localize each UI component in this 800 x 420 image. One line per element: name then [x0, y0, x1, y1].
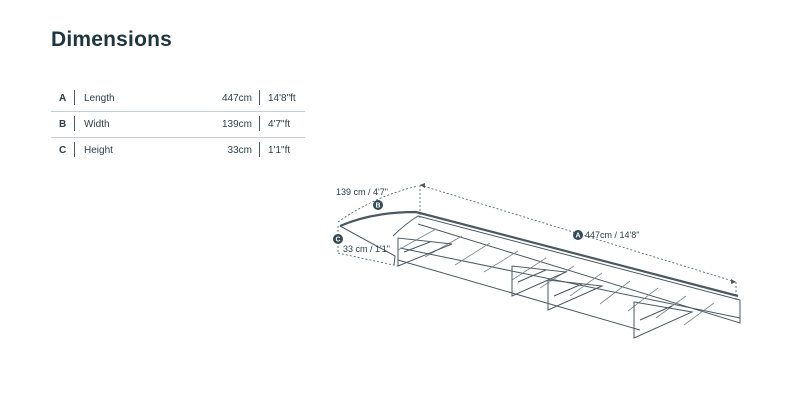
dimension-metric: 139cm — [221, 119, 252, 130]
canopy-back-edge — [397, 259, 641, 331]
column-divider — [74, 116, 75, 131]
dimension-letter: B — [59, 119, 67, 130]
canopy-bracket — [397, 237, 453, 267]
length-label: 447cm / 14'8" — [585, 230, 639, 240]
height-extension-line — [337, 252, 399, 267]
canopy-inner-edge — [399, 247, 741, 319]
badge-a-label: A — [575, 233, 580, 240]
dimension-name: Length — [84, 93, 115, 104]
badge-c-label: C — [335, 237, 340, 244]
column-divider — [259, 142, 260, 157]
page-title: Dimensions — [51, 28, 173, 51]
dimension-metric: 33cm — [227, 145, 252, 156]
dimension-row-height: C Height 33cm 1'1"ft — [51, 138, 305, 163]
column-divider — [259, 90, 260, 105]
badge-b — [373, 200, 383, 210]
canopy-front-edge — [392, 215, 741, 324]
dimension-imperial: 14'8"ft — [268, 93, 296, 104]
length-extension-line — [419, 185, 737, 300]
badge-c — [333, 234, 343, 244]
height-label: 33 cm / 1'1" — [343, 244, 390, 254]
canopy-roof-top — [339, 210, 739, 298]
dimension-imperial: 4'7"ft — [268, 119, 291, 130]
canopy-bracket — [547, 279, 604, 311]
dimension-name: Height — [84, 145, 113, 156]
width-label: 139 cm / 4'7" — [336, 187, 388, 197]
dimension-row-width: B Width 139cm 4'7"ft — [51, 112, 305, 138]
badge-a — [573, 230, 583, 240]
dimension-imperial: 1'1"ft — [268, 145, 291, 156]
column-divider — [74, 90, 75, 105]
canopy-roof-panel — [339, 225, 396, 266]
column-divider — [259, 116, 260, 131]
dimension-letter: A — [59, 93, 67, 104]
badge-b-label: B — [375, 203, 380, 210]
canopy-bracket — [633, 301, 694, 339]
dimension-name: Width — [84, 119, 110, 130]
width-dimension-line — [337, 185, 419, 223]
canopy-bracket — [511, 265, 568, 297]
dimension-metric: 447cm — [221, 93, 252, 104]
dimensions-table: A Length 447cm 14'8"ft B Width 139cm 4'7… — [51, 86, 305, 163]
dimension-letter: C — [59, 145, 67, 156]
arrowhead — [420, 183, 425, 188]
dimension-row-length: A Length 447cm 14'8"ft — [51, 86, 305, 112]
arrowhead — [731, 279, 736, 284]
column-divider — [74, 142, 75, 157]
